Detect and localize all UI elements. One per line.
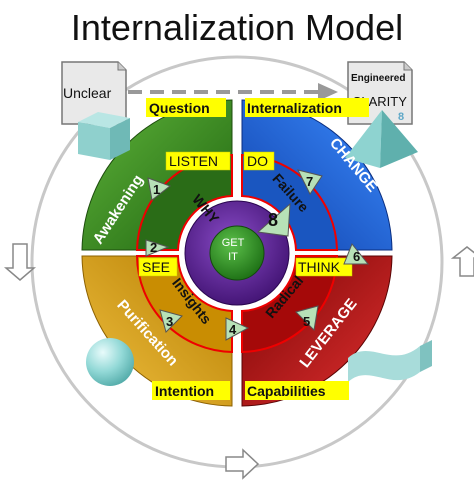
listen-tag: LISTEN [165, 151, 231, 171]
svg-text:2: 2 [150, 240, 157, 255]
flow-arrow-bottom-icon [225, 448, 260, 480]
step-4-arrow: 4 [225, 317, 250, 341]
internalization-tag: Internalization [245, 98, 369, 117]
question-tag: Question [146, 98, 226, 117]
svg-text:SEE: SEE [142, 259, 170, 275]
step-7-arrow: 7 [297, 169, 323, 195]
svg-text:1: 1 [153, 182, 160, 197]
capabilities-tag: Capabilities [245, 381, 349, 400]
svg-text:5: 5 [303, 314, 310, 329]
svg-text:4: 4 [229, 322, 237, 337]
get-it-circle [209, 225, 265, 281]
see-tag: SEE [138, 257, 178, 277]
dashed-arrow-head-icon [318, 83, 338, 101]
engineered-label: Engineered [351, 73, 405, 84]
cube-icon [78, 112, 130, 160]
flow-arrow-right-icon [450, 246, 474, 277]
clarity-number: 8 [398, 111, 404, 123]
svg-text:3: 3 [166, 314, 173, 329]
do-tag: DO [243, 151, 275, 171]
svg-text:6: 6 [353, 249, 360, 264]
svg-text:7: 7 [306, 174, 313, 189]
it-label: IT [228, 251, 238, 263]
failure-ring [241, 153, 339, 251]
step-8-arrow: 8 [256, 202, 291, 237]
insights-ring [135, 255, 233, 354]
svg-text:Question: Question [149, 100, 210, 116]
get-label: GET [222, 237, 245, 249]
svg-text:LISTEN: LISTEN [169, 153, 218, 169]
step-1-arrow: 1 [147, 177, 172, 201]
wave-icon [348, 340, 432, 382]
svg-text:THINK: THINK [298, 259, 341, 275]
intention-tag: Intention [152, 381, 230, 400]
unclear-label: Unclear [63, 85, 112, 101]
sphere-icon [86, 338, 134, 386]
step-5-arrow: 5 [295, 305, 319, 332]
pyramid-icon [345, 110, 418, 168]
page-title: Internalization Model [71, 7, 403, 48]
think-tag: THINK [295, 257, 353, 277]
svg-text:Capabilities: Capabilities [247, 383, 326, 399]
step-6-arrow: 6 [343, 243, 370, 265]
svg-text:Internalization: Internalization [247, 100, 342, 116]
svg-text:Intention: Intention [155, 383, 214, 399]
radical-ring [241, 255, 339, 354]
step-3-arrow: 3 [159, 309, 183, 333]
flow-arrow-left-icon [3, 243, 37, 281]
step-2-arrow: 2 [145, 239, 170, 257]
unclear-box [61, 61, 127, 125]
svg-text:8: 8 [268, 210, 278, 230]
svg-text:DO: DO [247, 153, 268, 169]
